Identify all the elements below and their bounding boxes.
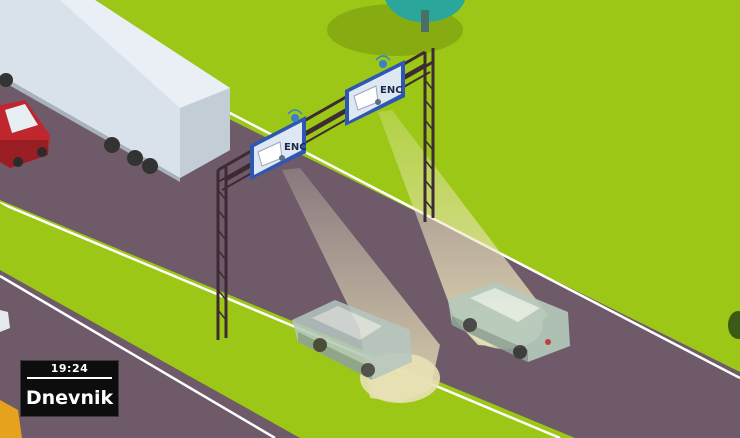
partial-car-left [0,310,10,332]
red-car [0,100,50,168]
median-grass [0,203,392,438]
clock-time: 19:24 [50,362,89,375]
bush [728,311,740,339]
lower-road-line [0,274,276,438]
truck [0,0,230,182]
enc-sign-1-label: ENC [284,142,307,153]
car-in-beam-1 [292,300,412,380]
partial-orange-car [0,400,22,438]
tree-trunk [421,10,429,32]
channel-logo: 19:24 Dnevnik [20,360,119,417]
road-edge-line-left [0,201,561,438]
logo-divider [27,377,112,379]
car-in-beam-2 [448,282,570,362]
channel-name: Dnevnik [25,387,114,409]
enc-sign-2-label: ENC [380,85,403,96]
camera-2 [353,85,381,111]
camera-1 [257,141,285,167]
